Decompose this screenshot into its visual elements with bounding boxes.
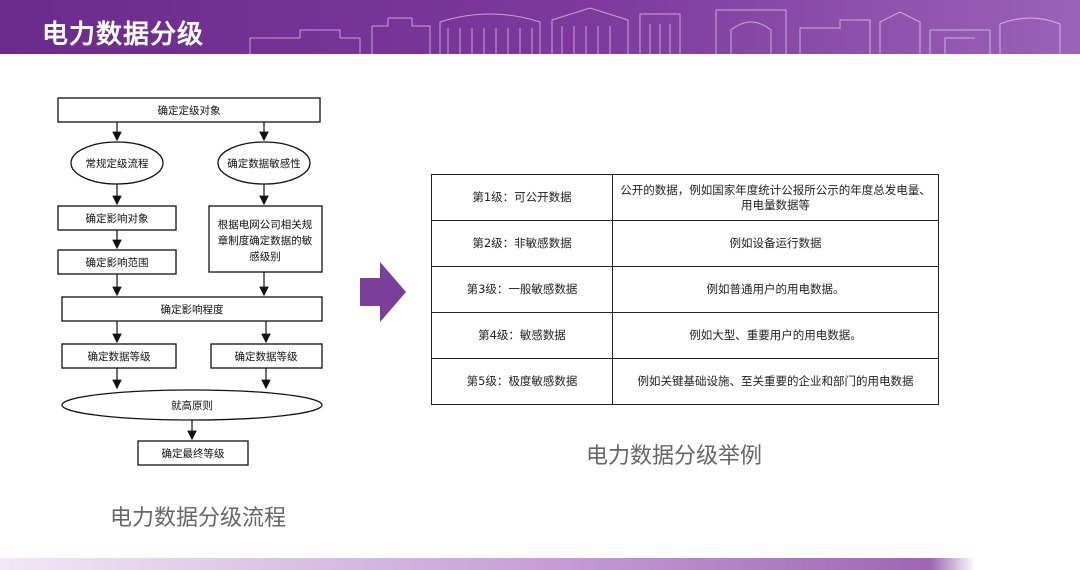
node-rules-line-2: 章制度确定数据的敏 <box>218 234 313 247</box>
table-row: 第4级：敏感数据 例如大型、重要用户的用电数据。 <box>431 312 939 359</box>
flowchart-caption: 电力数据分级流程 <box>110 506 287 531</box>
node-impact-degree-label: 确定影响程度 <box>161 303 224 316</box>
level-cell: 第1级：可公开数据 <box>431 174 613 221</box>
classification-table: 第1级：可公开数据 公开的数据，例如国家年度统计公报所公示的年度总发电量、 用电… <box>431 174 939 405</box>
level-cell: 第3级：一般敏感数据 <box>431 266 613 313</box>
example-cell: 例如关键基础设施、至关重要的企业和部门的用电数据 <box>612 358 939 405</box>
node-object-label: 确定定级对象 <box>158 104 221 117</box>
level-cell: 第5级：极度敏感数据 <box>431 358 613 405</box>
node-rules <box>208 205 323 273</box>
table-row: 第3级：一般敏感数据 例如普通用户的用电数据。 <box>431 266 939 313</box>
node-data-level-left <box>61 343 177 369</box>
node-impact-object-label: 确定影响对象 <box>86 212 149 225</box>
node-final-level-label: 确定最终等级 <box>162 447 225 460</box>
table-row: 第5级：极度敏感数据 例如关键基础设施、至关重要的企业和部门的用电数据 <box>431 358 939 405</box>
node-object <box>57 97 321 123</box>
node-impact-degree <box>61 296 323 322</box>
node-rules-line-3: 感级别 <box>249 250 281 263</box>
example-cell: 例如大型、重要用户的用电数据。 <box>612 312 939 359</box>
right-arrow-icon <box>360 262 406 322</box>
level-cell: 第4级：敏感数据 <box>431 312 613 359</box>
node-data-level-left-label: 确定数据等级 <box>88 350 151 363</box>
node-sensitivity-label: 确定数据敏感性 <box>227 157 301 170</box>
node-high-principle-label: 就高原则 <box>171 399 213 412</box>
header-bar: 电力数据分级 <box>0 0 1080 54</box>
level-cell: 第2级：非敏感数据 <box>431 220 613 267</box>
example-cell: 例如普通用户的用电数据。 <box>612 266 939 313</box>
example-cell: 公开的数据，例如国家年度统计公报所公示的年度总发电量、 用电量数据等 <box>612 174 939 221</box>
node-data-level-right-label: 确定数据等级 <box>235 350 298 363</box>
table-caption: 电力数据分级举例 <box>586 444 763 469</box>
node-impact-scope-label: 确定影响范围 <box>86 256 149 269</box>
example-text: 用电量数据等 <box>741 197 810 212</box>
campus-skyline-decoration <box>249 7 1061 54</box>
node-impact-object <box>57 205 177 231</box>
node-routine-process-label: 常规定级流程 <box>86 157 149 170</box>
example-text: 公开的数据，例如国家年度统计公报所公示的年度总发电量、 <box>620 182 931 197</box>
example-cell: 例如设备运行数据 <box>612 220 939 267</box>
table-row: 第2级：非敏感数据 例如设备运行数据 <box>431 220 939 267</box>
node-rules-line-1: 根据电网公司相关规 <box>218 218 313 231</box>
footer-logo-area <box>930 558 1080 570</box>
page-title: 电力数据分级 <box>42 20 205 50</box>
table-row: 第1级：可公开数据 公开的数据，例如国家年度统计公报所公示的年度总发电量、 用电… <box>431 174 939 221</box>
node-final-level <box>137 440 249 466</box>
node-data-level-right <box>210 343 323 369</box>
footer-bar <box>0 558 1080 570</box>
